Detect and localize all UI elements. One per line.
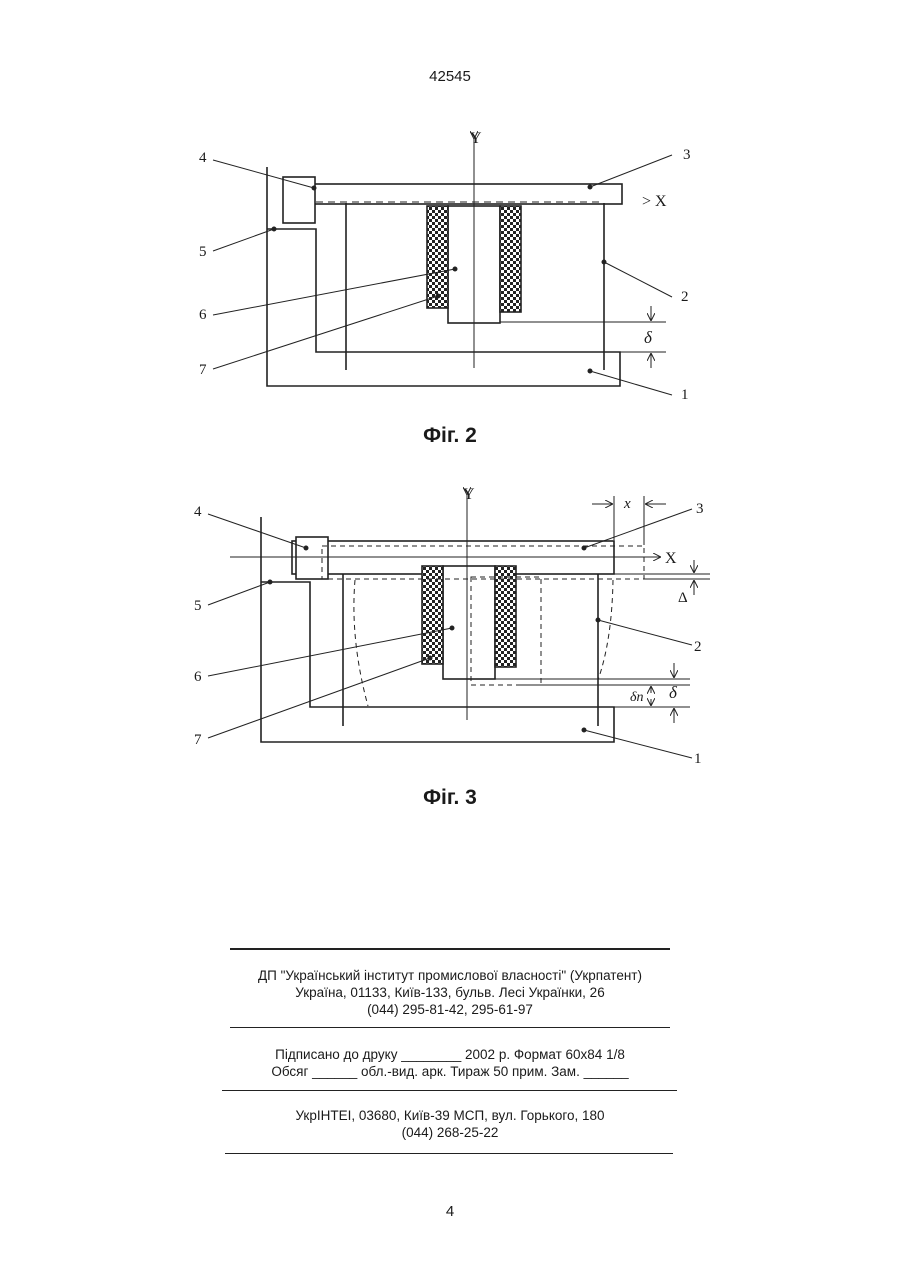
label-3: 3 (683, 147, 691, 163)
figure-2-caption: Фіг. 2 (0, 424, 900, 448)
coil-part-7-right (495, 566, 516, 667)
gap-symbol: δ (669, 683, 678, 702)
figure-3-diagram: Y X x Δ δn δ 4 3 5 2 6 7 1 (0, 480, 900, 780)
label-1: 1 (681, 387, 689, 403)
label-5: 5 (194, 598, 202, 614)
imprint-block-1: ДП "Український інститут промислової вла… (0, 967, 900, 1018)
dim-delta-label: Δ (678, 590, 688, 606)
y-axis-label: Y (463, 486, 475, 503)
gap-symbol: δ (644, 328, 653, 347)
imprint-rule-3 (222, 1090, 677, 1091)
figure-3-caption: Фіг. 3 (0, 786, 900, 810)
publisher-address: Україна, 01133, Київ-133, бульв. Лесі Ук… (0, 984, 900, 1001)
dim-delta-n-label: δn (630, 690, 644, 705)
imprint-block-2: Підписано до друку ________ 2002 р. Форм… (0, 1046, 900, 1080)
label-4: 4 (194, 504, 202, 520)
printer-phone: (044) 268-25-22 (0, 1124, 900, 1141)
label-4: 4 (199, 150, 207, 166)
dim-x-label: x (623, 496, 631, 512)
imprint-block-3: УкрІНТЕІ, 03680, Київ-39 МСП, вул. Горьк… (0, 1107, 900, 1141)
publisher-phone: (044) 295-81-42, 295-61-97 (0, 1001, 900, 1018)
print-signed-line: Підписано до друку ________ 2002 р. Форм… (0, 1046, 900, 1063)
coil-part-7-left (422, 566, 443, 664)
imprint-rule-2 (230, 1027, 670, 1028)
x-axis-label: X (665, 550, 677, 567)
figure-2-diagram: Y > X δ 4 3 5 2 6 7 1 (0, 120, 900, 420)
print-volume-line: Обсяг ______ обл.-вид. арк. Тираж 50 при… (0, 1063, 900, 1080)
x-axis-label: > X (642, 193, 667, 210)
imprint-rule-top (230, 948, 670, 950)
coil-part-7-left (427, 206, 448, 308)
imprint-rule-bottom (225, 1153, 673, 1154)
label-6: 6 (199, 307, 207, 323)
printer-address: УкрІНТЕІ, 03680, Київ-39 МСП, вул. Горьк… (0, 1107, 900, 1124)
platform-part-3 (300, 184, 622, 204)
element-part-4 (296, 537, 328, 579)
label-7: 7 (199, 362, 207, 378)
label-2: 2 (694, 639, 702, 655)
displaced-suspension (354, 580, 368, 706)
page-number: 4 (0, 1203, 900, 1220)
publisher-line: ДП "Український інститут промислової вла… (0, 967, 900, 984)
label-5: 5 (199, 244, 207, 260)
label-2: 2 (681, 289, 689, 305)
y-axis-label: Y (470, 130, 482, 147)
core-part-6 (443, 566, 495, 679)
document-number: 42545 (0, 68, 900, 85)
label-3: 3 (696, 501, 704, 517)
label-1: 1 (694, 751, 702, 767)
label-6: 6 (194, 669, 202, 685)
label-7: 7 (194, 732, 202, 748)
coil-part-7-right (500, 206, 521, 312)
